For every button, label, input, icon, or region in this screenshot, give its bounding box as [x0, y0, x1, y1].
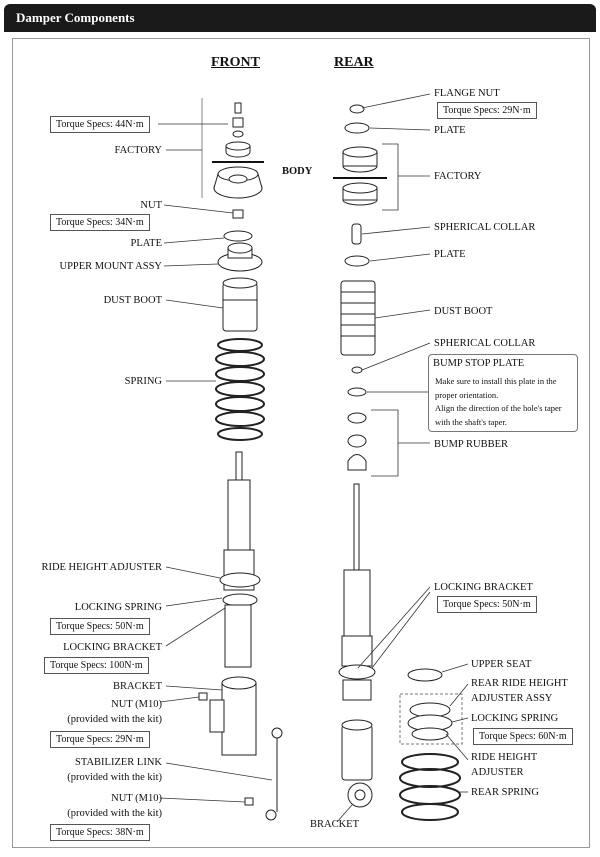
rear-flange-nut-label: FLANGE NUT	[434, 88, 500, 99]
rear-rha-assy	[407, 702, 453, 741]
front-locking-bracket-label: LOCKING BRACKET	[63, 642, 162, 653]
rear-title: REAR	[334, 55, 374, 70]
front-torque-34: Torque Specs: 34N·m	[50, 214, 150, 231]
rear-bracket	[341, 719, 373, 808]
front-torque-44: Torque Specs: 44N·m	[50, 116, 150, 133]
rear-factory-upper	[342, 146, 378, 173]
rear-spherical-collar-a-label: SPHERICAL COLLAR	[434, 222, 536, 233]
bump-stop-line-2: proper orientation.	[435, 389, 499, 400]
front-torque-50: Torque Specs: 50N·m	[50, 618, 150, 635]
leader-lines	[158, 93, 469, 823]
header-title: Damper Components	[16, 10, 135, 25]
bump-stop-note: BUMP STOP PLATE Make sure to install thi…	[428, 354, 578, 432]
front-torque-38: Torque Specs: 38N·m	[50, 824, 150, 841]
rear-factory-label: FACTORY	[434, 171, 482, 182]
front-locking-spring-label: LOCKING SPRING	[74, 602, 162, 613]
rear-upper-seat	[407, 668, 443, 682]
front-provided-b: (provided with the kit)	[67, 772, 162, 783]
front-washer	[232, 130, 244, 138]
front-collar	[232, 117, 244, 128]
front-torque-100: Torque Specs: 100N·m	[44, 657, 149, 674]
rear-ride-height-label-1: RIDE HEIGHT	[471, 752, 538, 763]
rear-rha-label-1: REAR RIDE HEIGHT	[471, 678, 568, 689]
bump-stop-line-4: with the shaft's taper.	[435, 416, 507, 427]
bump-stop-desc: Make sure to install this plate in the p…	[435, 375, 575, 429]
rear-locking-spring-label: LOCKING SPRING	[471, 713, 559, 724]
front-spring	[215, 338, 265, 441]
diagram-frame	[12, 38, 590, 848]
front-stab-link-label: STABILIZER LINK	[75, 757, 162, 768]
front-factory-mount	[225, 141, 251, 158]
front-dust-boot	[222, 277, 258, 332]
rear-rha-dashed	[399, 693, 463, 745]
front-spring-label: SPRING	[124, 376, 162, 387]
front-upper-mount-label: UPPER MOUNT ASSY	[59, 261, 162, 272]
header-bar: Damper Components	[4, 4, 596, 32]
front-nut-m10-a	[198, 692, 208, 701]
rear-flange-nut	[349, 104, 365, 114]
rear-bracket-label: BRACKET	[310, 819, 360, 830]
rear-plate-label: PLATE	[434, 249, 466, 260]
rear-torque-29: Torque Specs: 29N·m	[437, 102, 537, 119]
rear-damper-body	[338, 483, 376, 701]
front-title: FRONT	[211, 55, 260, 70]
rear-spherical-collar-b-label: SPHERICAL COLLAR	[434, 338, 536, 349]
front-provided-c: (provided with the kit)	[67, 808, 162, 819]
rear-bump-stop-plate	[347, 387, 367, 397]
front-nut-top	[234, 102, 242, 114]
rear-plate	[344, 255, 370, 267]
rear-ride-height-label-2: ADJUSTER	[471, 767, 524, 778]
body-label: BODY	[282, 166, 313, 177]
front-damper-body	[219, 451, 261, 668]
rear-bump-rubber-label: BUMP RUBBER	[434, 439, 509, 450]
front-ride-height-label: RIDE HEIGHT ADJUSTER	[41, 562, 162, 573]
front-nut-m10-b	[244, 797, 254, 806]
rear-dust-boot	[340, 280, 376, 356]
rear-dust-boot-label: DUST BOOT	[434, 306, 493, 317]
rear-spring-label: REAR SPRING	[471, 787, 539, 798]
front-upper-mount	[217, 242, 263, 272]
rear-spherical-collar-a	[351, 223, 362, 245]
rear-plate-top-label: PLATE	[434, 125, 466, 136]
bump-stop-line-3: Align the direction of the hole's taper	[435, 403, 562, 413]
rear-torque-60: Torque Specs: 60N·m	[473, 728, 573, 745]
front-nut-m10-a-label: NUT (M10)	[111, 699, 162, 710]
front-factory-insulator	[213, 166, 263, 199]
rear-locking-bracket-label: LOCKING BRACKET	[434, 582, 533, 593]
rear-spring	[399, 753, 461, 821]
rear-factory-lower	[342, 182, 378, 206]
front-plate-label: PLATE	[130, 238, 163, 249]
front-torque-29: Torque Specs: 29N·m	[50, 731, 150, 748]
rear-plate-top	[344, 122, 370, 134]
bump-stop-title: BUMP STOP PLATE	[433, 358, 525, 369]
front-nut	[232, 209, 244, 219]
rear-torque-50: Torque Specs: 50N·m	[437, 596, 537, 613]
front-plate	[223, 230, 253, 242]
bump-stop-line-1: Make sure to install this plate in the	[435, 376, 557, 386]
front-provided-a: (provided with the kit)	[67, 714, 162, 725]
front-nut-label: NUT	[140, 200, 162, 211]
front-nut-m10-b-label: NUT (M10)	[111, 793, 162, 804]
front-bracket	[209, 676, 257, 756]
rear-spherical-collar-b	[351, 366, 363, 374]
front-dust-boot-label: DUST BOOT	[103, 295, 162, 306]
front-stabilizer-link	[265, 727, 283, 821]
rear-rha-label-2: ADJUSTER ASSY	[471, 693, 553, 704]
rear-bump-rubber	[347, 412, 367, 471]
rear-upper-seat-label: UPPER SEAT	[471, 659, 532, 670]
front-bracket-label: BRACKET	[112, 681, 162, 692]
front-factory-label: FACTORY	[114, 145, 162, 156]
